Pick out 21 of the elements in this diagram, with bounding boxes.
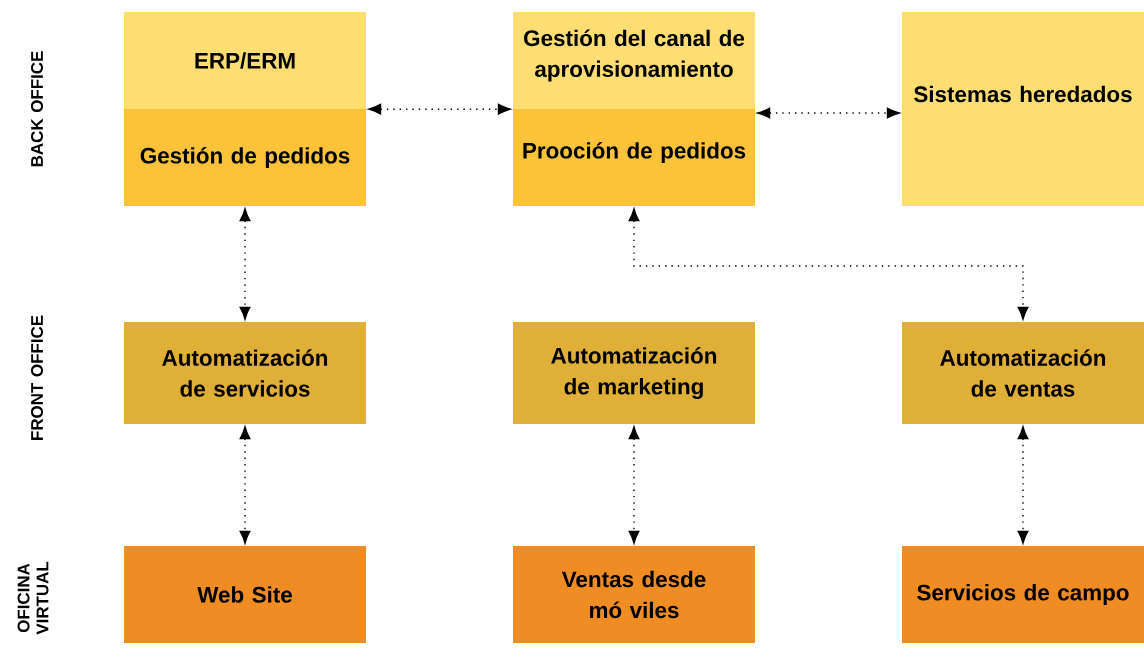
arrow [757,107,900,119]
section-label: OFICINA VIRTUAL [17,561,49,635]
process-box: Web Site [124,546,366,643]
section-label: FRONT OFFICE [31,315,43,440]
arrow [628,208,1029,320]
arrow [239,426,251,544]
process-box: Prooción de pedidos [513,109,755,206]
process-box: Ventas desde mó viles [513,546,755,643]
process-box: Sistemas heredados [902,12,1144,206]
arrow [628,426,640,544]
process-box: Servicios de campo [902,546,1144,643]
arrow [1017,426,1029,544]
process-box: Gestión de pedidos [124,109,366,206]
process-box: Automatización de marketing [513,322,755,424]
arrow [368,103,511,115]
process-box: Automatización de ventas [902,322,1144,424]
process-box: ERP/ERM [124,12,366,109]
process-box: Automatización de servicios [124,322,366,424]
process-box: Gestión del canal de aprovisionamiento [513,12,755,109]
section-label: BACK OFFICE [31,51,43,167]
arrow [239,208,251,320]
